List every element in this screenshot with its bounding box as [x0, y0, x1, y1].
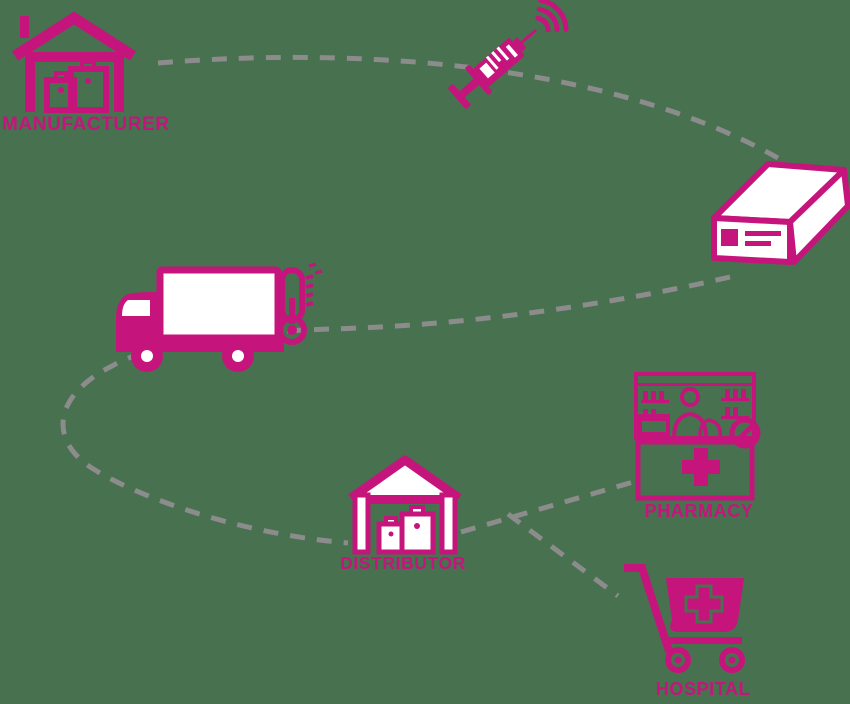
box-large-dot [85, 78, 91, 84]
left-shelf-2 [641, 418, 669, 421]
warehouse-boxes-icon [12, 11, 136, 113]
left-wall [25, 52, 35, 112]
bottle [725, 389, 730, 398]
signal-waves-icon [535, 0, 569, 33]
bottle [733, 389, 738, 398]
box-large-dot [414, 523, 420, 529]
wheel-dot [674, 656, 682, 664]
route-distributor-to-pharmacy [460, 477, 641, 535]
syringe-body [448, 28, 537, 109]
left-wall [352, 492, 371, 555]
box-label-square [721, 229, 738, 246]
pharmacist-body [672, 411, 708, 439]
cart-wheel-right [719, 647, 745, 673]
counter [635, 439, 755, 501]
roof [348, 455, 462, 502]
smart-syringe-signal-icon [448, 0, 569, 109]
pharmacy-counter-cross-icon [634, 372, 761, 501]
manufacturer-label: MANUFACTURER [2, 114, 170, 135]
box-small-dot [58, 87, 64, 93]
distributor-label: DISTRIBUTOR [340, 553, 466, 573]
pharmacy-label: PHARMACY [644, 501, 754, 521]
right-shelf-2 [721, 416, 749, 419]
route-manufacturer-to-package [157, 54, 780, 161]
shipping-box-icon [711, 161, 850, 265]
bottle [659, 391, 664, 400]
roof [12, 11, 136, 61]
bottle [643, 391, 648, 400]
left-shelf-1 [641, 400, 669, 403]
pill-icon [729, 417, 761, 449]
cart-handle [624, 564, 674, 654]
header-beam [368, 495, 442, 504]
hospital-cart-cross-icon [624, 564, 745, 673]
bottle [733, 407, 738, 416]
wheel-dot [728, 656, 736, 664]
cargo-box [156, 266, 282, 342]
box-small-dot [388, 531, 394, 537]
box-label-line1 [745, 231, 781, 236]
bottle [725, 407, 730, 416]
pharmacist-head [680, 387, 700, 407]
rear-hub [232, 350, 244, 362]
cart-base [666, 637, 742, 644]
right-wall [439, 492, 458, 555]
top-rail [636, 383, 754, 386]
box-small-tab [54, 71, 68, 83]
hospital-label: HOSPITAL [655, 679, 751, 699]
route-to-hospital [506, 511, 620, 599]
medical-cross-icon [684, 584, 724, 624]
route-package-to-truck-to-distributor [60, 274, 731, 546]
header-beam [32, 52, 117, 62]
thermometer-icon [277, 262, 323, 345]
back-shelf-unit [634, 372, 756, 440]
warehouse-outline-boxes-icon [348, 455, 462, 555]
bottle [651, 391, 656, 400]
cab-window [122, 300, 150, 316]
bottle [643, 409, 648, 418]
right-shelf-1 [721, 398, 749, 401]
bottle [741, 389, 746, 398]
right-wall [114, 52, 124, 112]
cart-wheel-left [665, 647, 691, 673]
box-small [376, 521, 406, 555]
medical-cross-icon [682, 448, 720, 486]
front-hub [141, 350, 153, 362]
bottle [651, 409, 656, 418]
box-large-tab [80, 60, 96, 72]
box-large [399, 511, 436, 555]
delivery-truck-thermometer-icon [116, 262, 323, 372]
box-label-line2 [745, 241, 771, 246]
bell-jar [698, 418, 722, 440]
pill-slash [734, 422, 756, 444]
chimney [20, 16, 29, 38]
